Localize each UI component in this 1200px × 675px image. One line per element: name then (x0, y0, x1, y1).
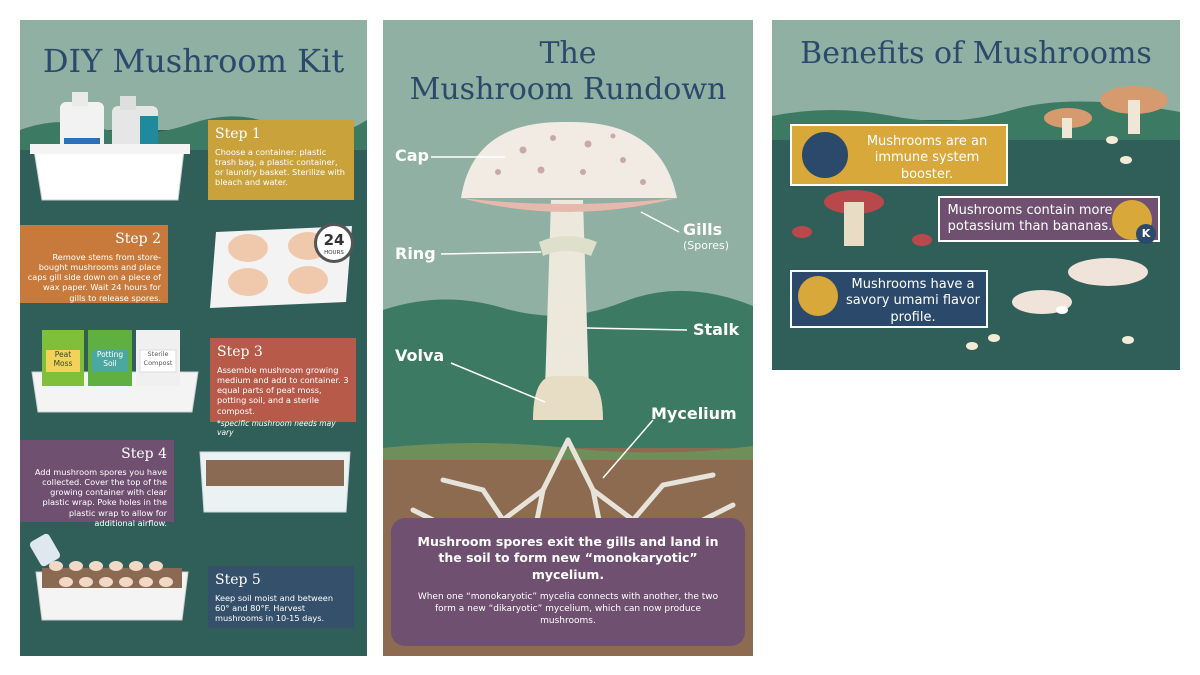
diy-kit-panel: DIY Mushroom Kit (20, 20, 367, 656)
soil-container-illustration (199, 451, 351, 513)
step-2-title: Step 2 (115, 231, 161, 247)
timer-icon: 24 HOURS (314, 223, 354, 263)
label-cap: Cap (395, 146, 429, 165)
panel-title: DIY Mushroom Kit (42, 42, 345, 80)
label-gills-sub: (Spores) (683, 239, 730, 252)
step-3-title: Step 3 (217, 344, 263, 360)
step-3-note: *specific mushroom needs may vary (217, 418, 336, 438)
step-1-box: Step 1 Choose a container: plastic trash… (208, 120, 354, 200)
mushroom-cluster (792, 86, 1168, 350)
label-volva: Volva (395, 346, 445, 365)
benefit-umami-text: Mushrooms have a savory umami flavor pro… (846, 277, 980, 325)
info-main-text: Mushroom spores exit the gills and land … (417, 534, 719, 582)
step-5-title: Step 5 (215, 572, 261, 588)
timer-number: 24 (323, 231, 345, 249)
bag-label-potting-soil: Potting Soil (96, 350, 124, 368)
container-bottles-illustration (30, 92, 190, 201)
label-gills: Gills (Spores) (683, 220, 729, 252)
step-4-body: Add mushroom spores you have collected. … (34, 466, 167, 528)
growing-medium-bags-illustration (31, 330, 199, 413)
label-stalk: Stalk (693, 320, 740, 339)
benefits-panel: Benefits of Mushrooms Mushrooms are an i… (772, 20, 1180, 370)
panel-title-line2: Mushroom Rundown (409, 72, 727, 107)
timer-unit: HOURS (324, 250, 344, 256)
bag-label-sterile-compost: Sterile Compost (143, 350, 173, 367)
harvest-container-illustration (29, 533, 189, 621)
panel-title-line1: The (539, 36, 597, 71)
label-gills-text: Gills (683, 220, 723, 239)
fork-knife-icon (798, 276, 838, 316)
kit-illustrations (20, 92, 367, 621)
step-2-body: Remove stems from store-bought mushrooms… (27, 251, 161, 303)
dna-icon (800, 130, 850, 180)
step-1-body: Choose a container: plastic trash bag, a… (215, 146, 345, 188)
mushroom-rundown-panel: The Mushroom Rundown (383, 20, 753, 656)
step-5-box: Step 5 Keep soil moist and between 60° a… (208, 566, 354, 628)
label-ring: Ring (395, 244, 436, 263)
potassium-badge: K (1136, 224, 1156, 244)
step-4-box: Step 4 Add mushroom spores you have coll… (20, 440, 174, 528)
benefit-immune-text: Mushrooms are an immune system booster. (866, 134, 988, 182)
info-sub-text: When one “monokaryotic” mycelia connects… (417, 591, 719, 627)
step-4-title: Step 4 (121, 446, 167, 462)
panel-title: Benefits of Mushrooms (800, 36, 1152, 71)
step-3-box: Step 3 Assemble mushroom growing medium … (210, 338, 356, 437)
step-5-body: Keep soil moist and between 60° and 80°F… (215, 592, 334, 624)
bag-label-peat-moss: Peat Moss (53, 350, 73, 368)
benefit-potassium-text: Mushrooms contain more potassium than ba… (947, 203, 1113, 235)
mycelium-info-box: Mushroom spores exit the gills and land … (391, 518, 745, 646)
step-3-body: Assemble mushroom growing medium and add… (217, 364, 349, 416)
label-mycelium: Mycelium (651, 404, 737, 423)
step-1-title: Step 1 (215, 126, 261, 142)
step-2-box: Step 2 Remove stems from store-bought mu… (20, 225, 168, 303)
